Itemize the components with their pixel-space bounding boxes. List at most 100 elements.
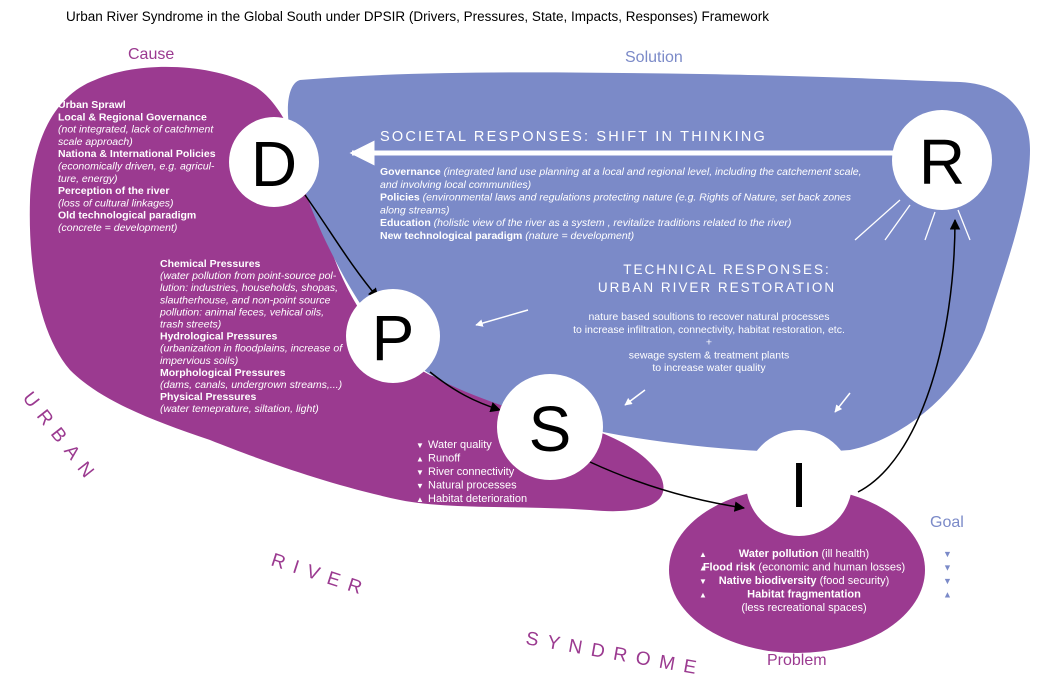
societal-line: New technological paradigm (nature = dev… [380,230,634,242]
p-to-s-arrow [429,371,502,413]
impact-heading: Habitat fragmentation [747,589,861,601]
societal-line: Governance (integrated land use planning… [380,166,862,178]
i-to-r-arrow [857,218,961,493]
societal-line: along streams) [380,204,449,216]
pressures-heading: Hydrological Pressures [160,331,277,343]
drivers-heading: Local & Regional Governance [58,111,207,123]
impact-detail: (less recreational spaces) [741,602,866,614]
impacts-list: ▲Water pollution (ill health)▲Flood risk… [699,548,905,614]
node-s: S [497,374,603,480]
state-item: Runoff [428,453,461,465]
node-i: I [746,430,852,536]
node-p: P [346,289,440,383]
node-p-letter: P [372,302,415,374]
technical-line: to increase water quality [652,362,766,374]
drivers-detail: (loss of cultural linkages) [58,197,174,209]
urban-word: URBAN [18,388,103,489]
node-d-letter: D [251,128,297,200]
state-item: Habitat deterioration [428,493,527,505]
technical-line: + [706,337,712,349]
drivers-heading: Urban Sprawl [58,99,126,111]
r-ray-1 [854,199,901,241]
pressures-detail: lution: industries, households, shopas, [160,282,338,294]
impact-item: (less recreational spaces) [741,602,866,614]
state-arrow-up: ▲ [416,495,424,504]
node-i-letter: I [790,449,808,521]
societal-heading-term: New technological paradigm [380,230,522,242]
societal-detail: (environmental laws and regulations prot… [420,192,852,204]
response-arrow-p [475,309,529,327]
impact-region [669,487,925,653]
node-r-letter: R [919,126,965,198]
diagram-title: Urban River Syndrome in the Global South… [66,9,769,24]
pressures-heading: Chemical Pressures [160,258,261,270]
goal-arrow-up: ▲ [943,590,952,600]
river-word: RIVER [268,550,373,602]
syndrome-word: SYNDROME [524,628,707,680]
impact-detail: (economic and human losses) [755,562,905,574]
state-list: ▼Water quality▲Runoff▼River connectivity… [416,439,527,505]
technical-line: sewage system & treatment plants [629,349,790,361]
drivers-detail: ture, energy) [58,173,118,185]
societal-detail: (holistic view of the river as a system … [431,217,792,229]
impact-arrow-up: ▲ [699,591,707,600]
impact-item: Flood risk (economic and human losses) [703,562,905,574]
state-arrow-up: ▲ [416,455,424,464]
pressures-detail: (water pollution from point-source pol- [160,270,337,282]
pressures-detail: slautherhouse, and non-point source [160,294,331,306]
societal-heading-term: Governance [380,166,441,178]
pressures-detail: impervious soils) [160,355,238,367]
impact-item: Native biodiversity (food security) [719,575,890,587]
problem-label: Problem [767,652,827,669]
cause-label: Cause [128,46,174,63]
solution-label: Solution [625,49,683,66]
pressures-heading: Morphological Pressures [160,367,286,379]
goal-arrows: ▼▼▼▲ [943,549,952,600]
goal-arrow-down: ▼ [943,549,952,559]
pressures-heading: Physical Pressures [160,391,256,403]
impact-heading: Native biodiversity [719,575,818,587]
r-ray-3 [924,211,936,241]
drivers-detail: scale approach) [58,136,133,148]
r-ray-4 [957,209,971,241]
state-arrow-down: ▼ [416,482,424,491]
response-arrow-s [624,389,646,406]
technical-line: to increase infiltration, connectivity, … [573,324,845,336]
societal-detail: (integrated land use planning at a local… [441,166,862,178]
node-r: R [892,110,992,210]
impact-item: Water pollution (ill health) [739,548,869,560]
drivers-detail: (concrete = development) [58,222,177,234]
pressures-detail: (urbanization in floodplains, increase o… [160,343,343,355]
societal-detail: along streams) [380,204,449,216]
societal-heading-term: Education [380,217,431,229]
societal-lines: Governance (integrated land use planning… [380,166,862,242]
societal-line: Policies (environmental laws and regulat… [380,192,852,204]
pressures-detail: pollution: animal feces, vehical oils, [159,306,324,318]
impact-arrow-down: ▼ [699,577,707,586]
societal-detail: (nature = development) [522,230,634,242]
drivers-detail: (not integrated, lack of catchment [58,124,214,136]
pressures-detail: (dams, canals, undergrown streams,...) [160,379,342,391]
state-item: River connectivity [428,466,515,478]
node-s-letter: S [529,393,572,465]
pressures-detail: (water temeprature, siltation, light) [160,403,319,415]
impact-item: Habitat fragmentation [747,589,861,601]
technical-lines: nature based soultions to recover natura… [573,311,845,374]
drivers-heading: Perception of the river [58,185,169,197]
goal-label: Goal [930,514,964,531]
pressures-text: Chemical Pressures(water pollution from … [159,258,343,415]
societal-heading: SOCIETAL RESPONSES: SHIFT IN THINKING [380,129,767,145]
technical-heading-1: TECHNICAL RESPONSES: [623,262,831,277]
impact-heading: Flood risk [703,562,756,574]
drivers-heading: Nationa & International Policies [58,148,216,160]
cause-region [29,66,664,512]
d-to-p-arrow [304,194,379,299]
impact-heading: Water pollution [739,548,819,560]
pressures-detail: trash streets) [160,319,221,331]
societal-detail: and involving local communities) [380,179,531,191]
drivers-heading: Old technological paradigm [58,210,196,222]
state-item: Natural processes [428,480,517,492]
response-arrow-i [834,392,851,413]
